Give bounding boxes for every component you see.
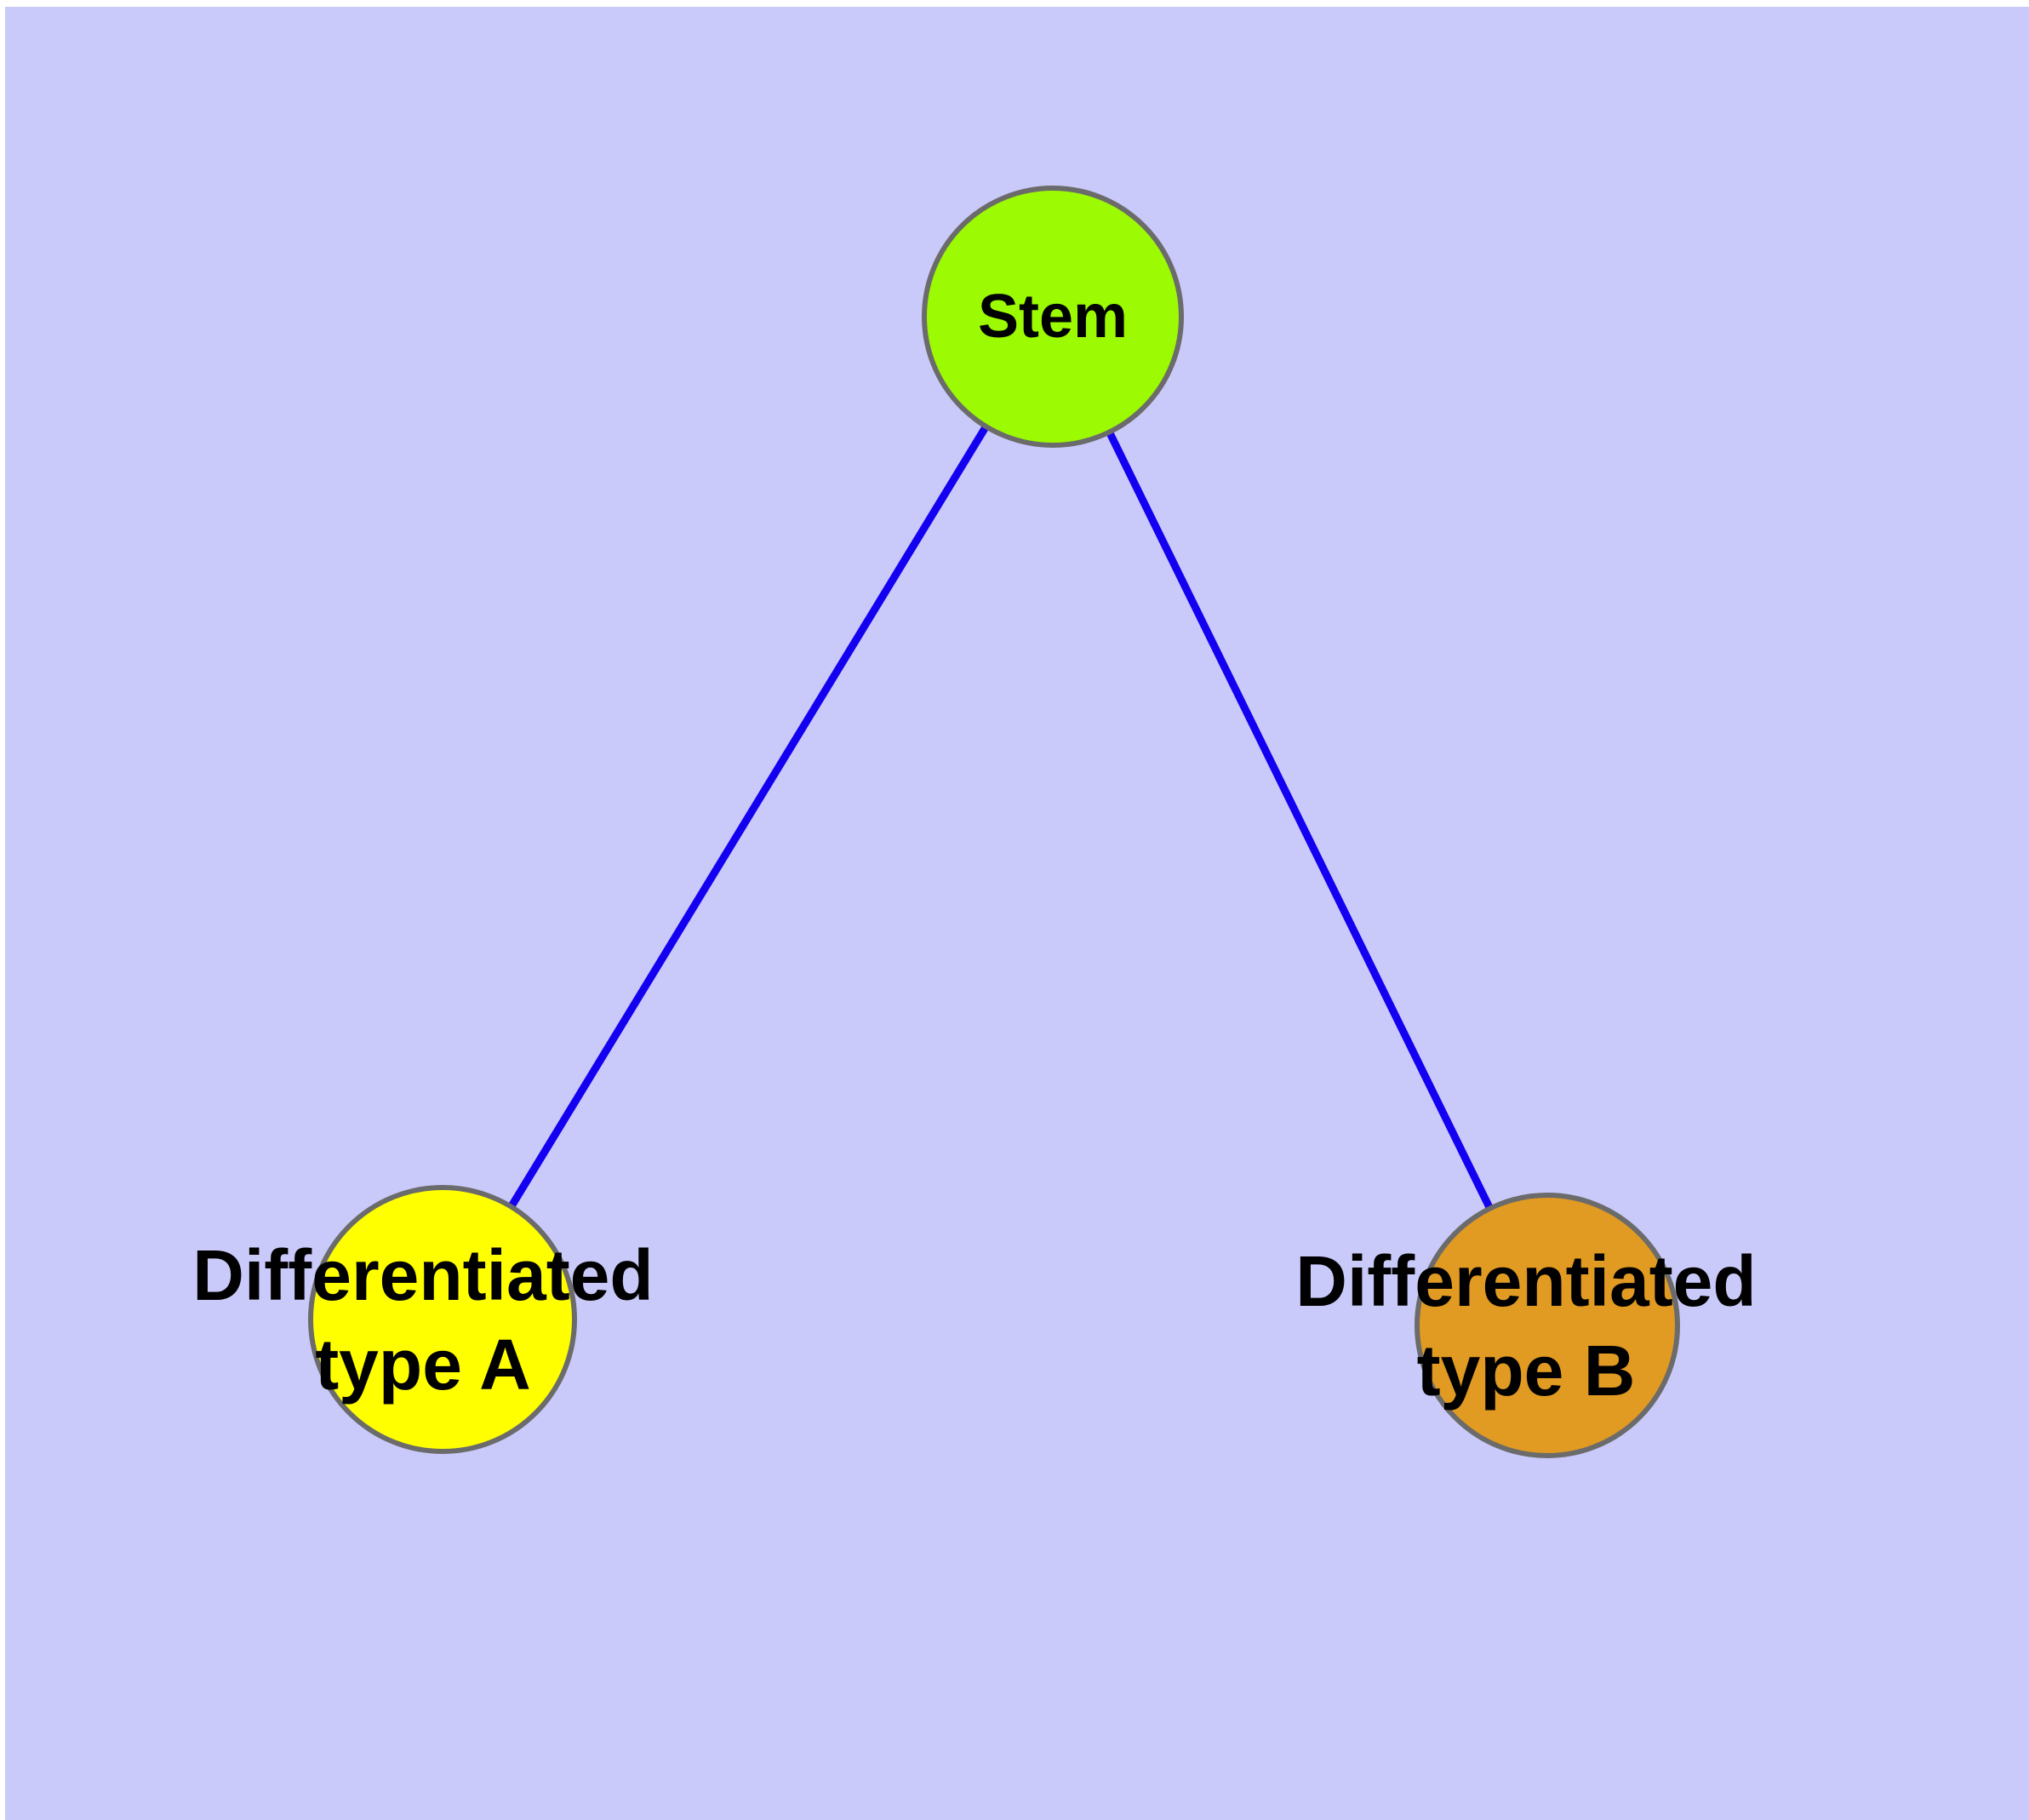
node-label-differentiated-type-a-line2: type A: [315, 1325, 531, 1405]
node-differentiated-type-a[interactable]: [308, 1185, 577, 1454]
node-differentiated-type-b[interactable]: [1415, 1193, 1680, 1458]
edge-stem-to-differentiated-type-b[interactable]: [1049, 315, 1552, 1327]
node-label-differentiated-type-b-line2: type B: [1417, 1331, 1636, 1411]
node-layer: [308, 186, 1680, 1458]
node-label-differentiated-type-b-line1: Differentiated: [1295, 1241, 1756, 1321]
node-label-stem: Stem: [978, 283, 1128, 351]
edge-layer: [439, 314, 1552, 1327]
node-stem[interactable]: [922, 186, 1184, 448]
edge-stem-to-differentiated-type-a[interactable]: [439, 314, 1056, 1322]
node-label-differentiated-type-a-line1: Differentiated: [192, 1235, 653, 1315]
label-layer: Stem Differentiated type A Differentiate…: [192, 283, 1756, 1411]
